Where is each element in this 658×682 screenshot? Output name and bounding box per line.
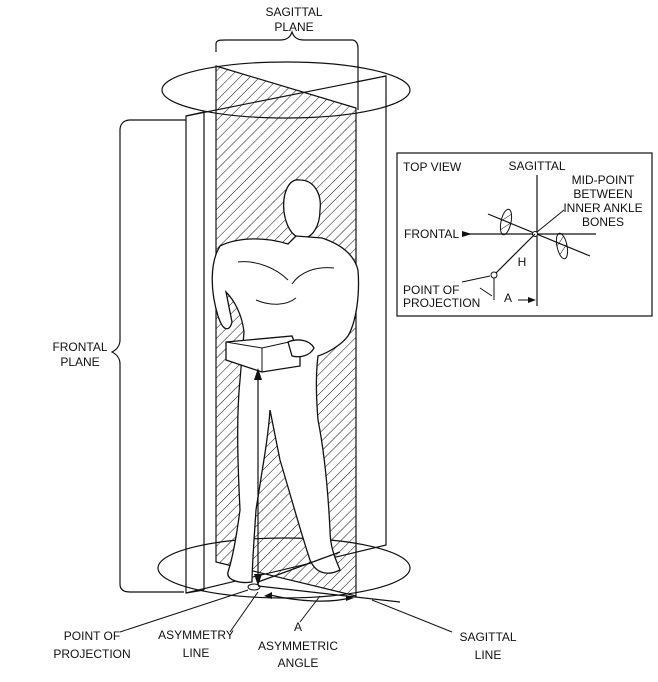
human-figure: [211, 179, 360, 584]
asymmetry-line-label-2: LINE: [183, 646, 210, 660]
inset-projection-label: PROJECTION: [403, 296, 480, 310]
frontal-brace: [110, 119, 186, 593]
frontal-plane-label-2: PLANE: [60, 355, 99, 369]
inset-h-label: H: [518, 255, 527, 269]
sagittal-brace: [215, 30, 359, 110]
midpoint-label-3: INNER ANKLE: [563, 201, 642, 215]
frontal-plane-face: [185, 75, 387, 594]
midpoint-label-1: MID-POINT: [572, 173, 635, 187]
inset-frontal-label: FRONTAL: [404, 227, 459, 241]
asymmetric-angle-label-1: ASYMMETRIC: [258, 639, 338, 653]
top-view-label: TOP VIEW: [403, 160, 462, 174]
angle-a-label: A: [294, 620, 302, 634]
frontal-plane-label-1: FRONTAL: [52, 340, 107, 354]
midpoint-label-4: BONES: [582, 215, 624, 229]
sagittal-line-label-1: SAGITTAL: [459, 630, 516, 644]
point-of-projection-label-1: POINT OF: [64, 629, 120, 643]
midpoint-label-2: BETWEEN: [573, 187, 632, 201]
inset-point-of-label: POINT OF: [403, 283, 459, 297]
sagittal-plane-label-1: SAGITTAL: [265, 5, 322, 19]
top-view-inset: TOP VIEW SAGITTAL MID-POINT BETWEEN INNE…: [396, 152, 653, 317]
asymmetric-angle-label-2: ANGLE: [278, 656, 319, 670]
sagittal-plane-label-2: PLANE: [274, 20, 313, 34]
point-of-projection-label-2: PROJECTION: [53, 647, 130, 661]
asymmetry-line-label-1: ASYMMETRY: [158, 628, 234, 642]
inset-sagittal-label: SAGITTAL: [508, 159, 565, 173]
sagittal-line-label-2: LINE: [475, 648, 502, 662]
inset-a-label: A: [504, 291, 512, 305]
